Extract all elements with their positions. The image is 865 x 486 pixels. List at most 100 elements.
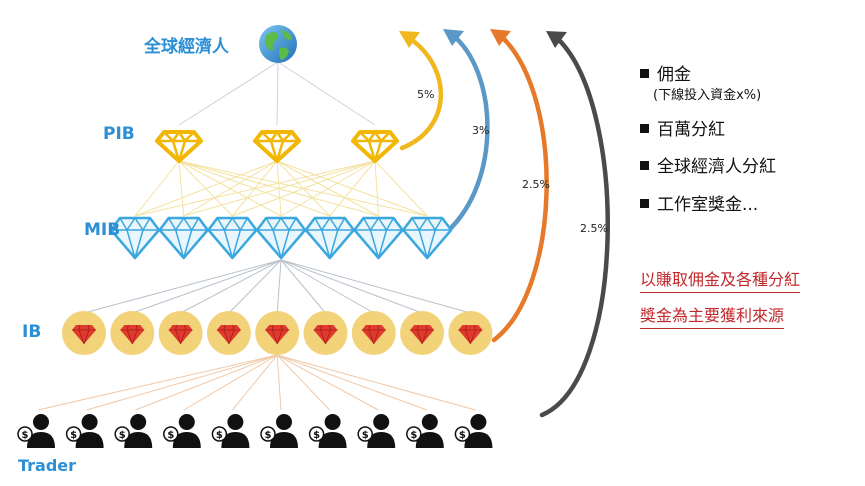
legend-commission-subtitle: (下線投入資金x%): [653, 88, 762, 103]
trader-icon: $: [406, 414, 444, 448]
link-line: [178, 61, 279, 126]
arrow-trader: [539, 37, 610, 418]
link-line: [132, 259, 282, 314]
link-line: [280, 259, 375, 314]
link-line: [277, 61, 376, 126]
arrow-ib: [491, 35, 549, 343]
link-line: [374, 160, 379, 217]
link-line: [232, 354, 278, 411]
legend-bullet: [640, 199, 649, 208]
blue-diamond-icon: [158, 216, 209, 260]
link-line: [228, 259, 282, 314]
blue-diamond-icon: [304, 216, 356, 260]
link-line: [374, 160, 428, 217]
svg-text:$: $: [313, 430, 320, 441]
link-line: [37, 354, 278, 411]
link-line: [183, 160, 376, 217]
mib-label: MIB: [84, 220, 121, 240]
link-line: [180, 259, 282, 314]
trader-icon: $: [163, 414, 201, 448]
link-line: [280, 259, 326, 314]
link-line: [83, 259, 282, 314]
ib-tier: [62, 311, 493, 355]
link-line: [276, 354, 282, 411]
trader-icon: $: [357, 414, 396, 448]
ruby-gem-icon: [158, 311, 203, 355]
gold-diamond-icon: [253, 130, 301, 163]
ruby-gem-icon: [255, 311, 300, 355]
link-line: [329, 160, 376, 217]
ruby-gem-icon: [110, 311, 155, 355]
svg-text:$: $: [119, 430, 126, 441]
blue-diamond-icon: [255, 216, 307, 260]
svg-text:$: $: [410, 430, 417, 441]
blue-diamond-icon: [401, 216, 453, 260]
blue-diamond-icon: [207, 216, 258, 260]
percentage-label-mib: 3%: [472, 124, 490, 137]
svg-text:$: $: [22, 430, 29, 441]
link-line: [86, 354, 278, 411]
arrow-trader-head: [546, 31, 567, 48]
legend-bullet: [640, 69, 649, 78]
svg-text:$: $: [265, 430, 272, 441]
trader-icon: $: [308, 414, 347, 448]
connection-lines: [37, 61, 476, 411]
blue-diamond-icon: [353, 216, 404, 260]
trader-icon: $: [454, 414, 493, 448]
ib-label: IB: [22, 322, 42, 342]
ruby-gem-icon: [351, 311, 396, 355]
arrow-mib-head: [443, 29, 464, 46]
note-line-1: 以賺取佣金及各種分紅: [640, 266, 801, 293]
ruby-gem-icon: [62, 311, 106, 355]
svg-text:$: $: [216, 430, 223, 441]
mib-tier: [109, 216, 453, 260]
link-line: [276, 354, 379, 411]
trader-icon: $: [211, 414, 250, 448]
arrow-pib-head: [399, 31, 420, 48]
link-line: [183, 160, 278, 217]
trader-icon: $: [260, 414, 298, 448]
globe-icon: [259, 25, 297, 63]
link-line: [276, 354, 330, 411]
link-line: [276, 61, 279, 126]
legend-item-commission: 佣金: [640, 60, 691, 85]
legend-item-global-dividend: 全球經濟人分紅: [640, 152, 776, 177]
trader-icon: $: [17, 414, 55, 448]
trader-tier: $ $ $ $ $ $ $ $ $ $: [17, 414, 493, 448]
trader-icon: $: [65, 414, 104, 448]
ruby-gem-icon: [303, 311, 348, 355]
ruby-gem-icon: [206, 311, 251, 355]
note-line-2: 獎金為主要獲利來源: [640, 302, 785, 329]
percentage-label-ib: 2.5%: [522, 178, 550, 191]
link-line: [134, 160, 376, 217]
link-line: [183, 354, 278, 411]
link-line: [277, 354, 427, 411]
svg-text:$: $: [362, 430, 369, 441]
pib-tier: [155, 130, 399, 163]
trader-icon: $: [114, 414, 153, 448]
ruby-gem-icon: [400, 311, 445, 355]
link-line: [232, 160, 376, 217]
percentage-label-pib: 5%: [417, 88, 435, 101]
trader-label: Trader: [18, 456, 77, 475]
link-line: [280, 259, 471, 314]
legend-item-million-dividend: 百萬分紅: [640, 115, 725, 140]
svg-text:$: $: [167, 430, 174, 441]
global-title: 全球經濟人: [144, 37, 229, 57]
legend-item-studio-bonus: 工作室獎金...: [640, 190, 758, 215]
legend-bullet: [640, 124, 649, 133]
arrow-pib: [399, 37, 444, 151]
link-line: [135, 354, 278, 411]
link-line: [134, 160, 278, 217]
svg-text:$: $: [70, 430, 77, 441]
percentage-label-trader: 2.5%: [580, 222, 608, 235]
arrow-mib: [439, 35, 490, 239]
gold-diamond-icon: [155, 130, 203, 163]
link-line: [134, 160, 180, 217]
blue-diamond-icon: [109, 216, 161, 260]
ruby-gem-icon: [448, 311, 493, 355]
svg-text:$: $: [459, 430, 466, 441]
link-line: [178, 160, 185, 217]
link-line: [280, 259, 423, 314]
